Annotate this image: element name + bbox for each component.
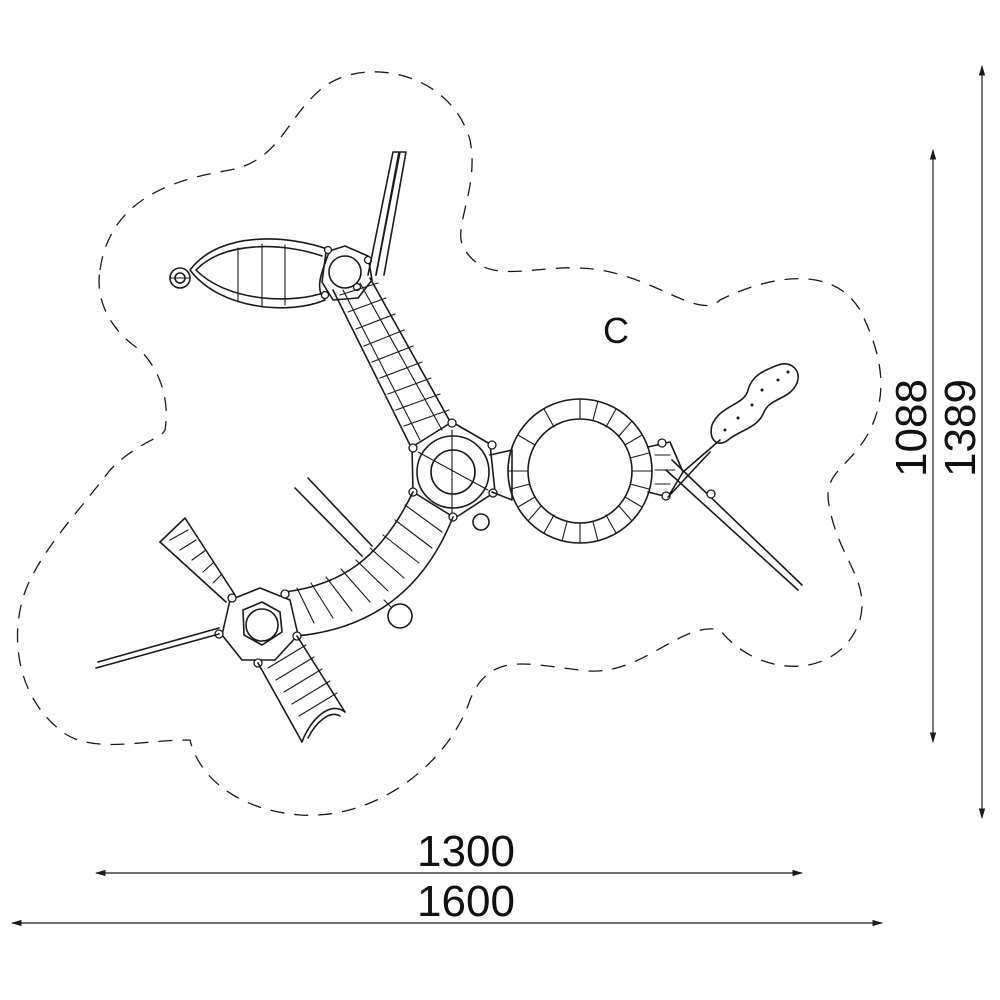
long-pole-left	[95, 627, 220, 669]
wiggly-hold	[710, 363, 799, 444]
dimension-height-inner-label: 1088	[887, 379, 936, 477]
lens-net-bridge	[169, 238, 331, 309]
rope-lines	[665, 439, 803, 591]
dimension-width-inner: 1300	[94, 827, 804, 877]
climbing-poles	[367, 151, 407, 276]
zone-label: C	[603, 310, 629, 351]
dimension-height-outer-label: 1389	[936, 379, 985, 477]
curved-ladder-bridge	[284, 491, 454, 637]
lower-left-tower	[214, 587, 302, 668]
dimension-height-outer: 1389	[936, 64, 986, 820]
safety-zone-outline	[16, 71, 882, 816]
fan-net	[159, 517, 236, 603]
dimension-width-outer: 1600	[10, 877, 884, 927]
round-net	[489, 398, 653, 544]
playground-equipment	[95, 151, 803, 743]
central-tower	[408, 418, 498, 531]
ladder-bridge-upper	[332, 277, 453, 446]
dimension-width-outer-label: 1600	[417, 877, 515, 926]
dimension-width-inner-label: 1300	[417, 827, 515, 876]
dimension-height-inner: 1088	[887, 148, 937, 744]
slide	[257, 635, 346, 743]
diagonal-poles	[294, 477, 373, 557]
